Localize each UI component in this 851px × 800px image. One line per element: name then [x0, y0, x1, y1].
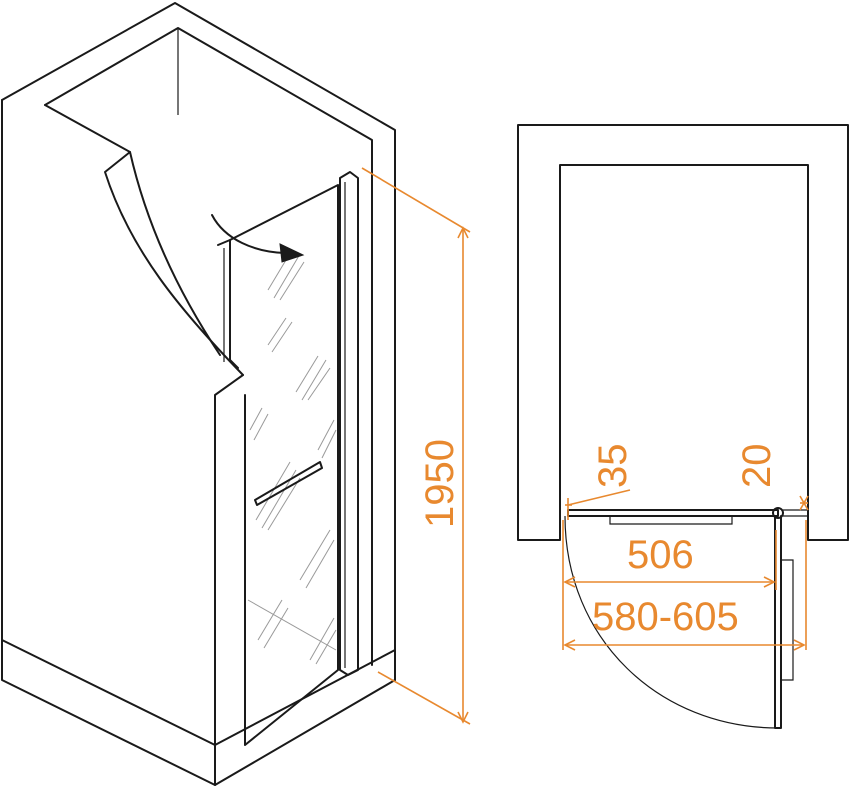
fixed-profile — [783, 509, 809, 517]
door-width-label: 506 — [627, 533, 694, 577]
height-label: 1950 — [418, 439, 462, 528]
wall-left-face — [1, 99, 244, 786]
wall-top-inner — [44, 27, 373, 666]
left-gap-label: 35 — [591, 444, 635, 489]
swing-arrow-head — [279, 243, 305, 263]
door-panel — [229, 184, 339, 746]
opening-dimension — [563, 520, 807, 651]
base-right — [214, 649, 396, 786]
right-gap-label: 20 — [735, 444, 779, 489]
wall-curved-cut — [44, 104, 244, 376]
height-dimension — [361, 167, 471, 725]
door-handle-plan — [609, 516, 733, 525]
door-hinge-profile — [339, 171, 359, 676]
swing-arc — [564, 515, 779, 729]
gap-dimensions — [565, 489, 809, 520]
opening-range-label: 580-605 — [592, 595, 739, 639]
open-handle-plan — [781, 559, 794, 681]
isometric-view: 1950 — [1, 2, 471, 786]
glass-hatching — [247, 249, 337, 665]
plan-view: 35 20 506 580-605 — [517, 124, 849, 729]
door-leaf-closed — [567, 509, 779, 517]
niche-walls — [517, 124, 849, 541]
door-left-profile — [217, 239, 239, 369]
door-handle — [254, 461, 323, 506]
wall-top-outline — [1, 2, 396, 681]
door-width-dimension — [562, 520, 777, 650]
hinge-point — [772, 507, 784, 519]
swing-arrow-icon — [211, 214, 286, 254]
wall-curved-cut-inner — [129, 151, 221, 356]
base-tray — [1, 639, 396, 746]
